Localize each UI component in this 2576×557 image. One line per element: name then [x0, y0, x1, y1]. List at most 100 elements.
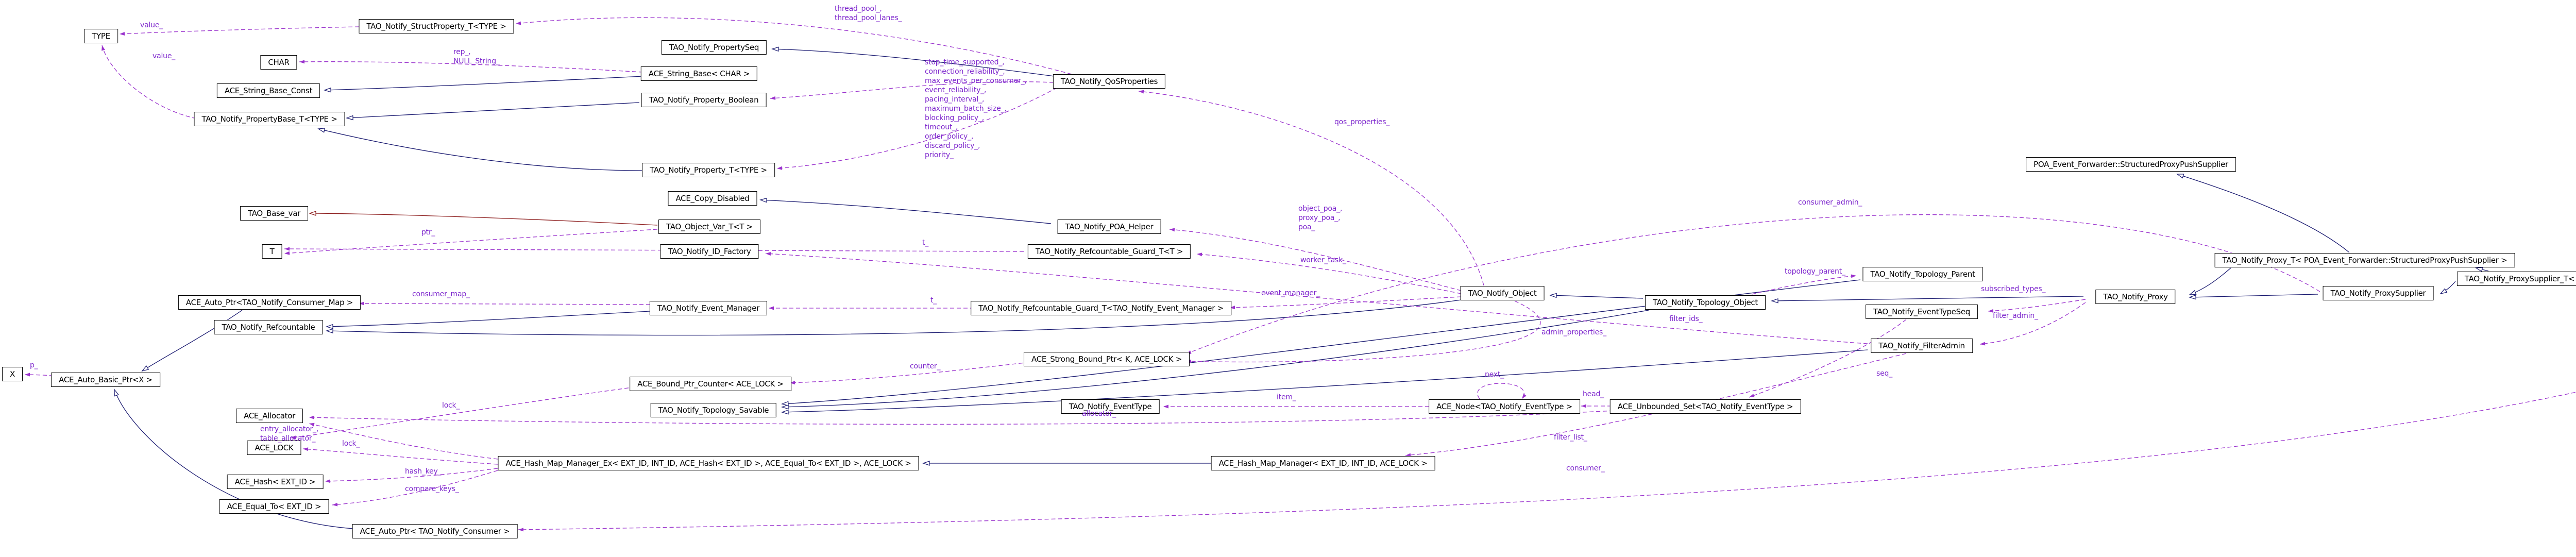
inheritance-edge-18 [2475, 267, 2489, 272]
class-node-topology-parent[interactable]: TAO_Notify_Topology_Parent [1862, 267, 1983, 281]
class-node-char-param: CHAR [260, 55, 297, 70]
class-node-ace-equal-to[interactable]: ACE_Equal_To< EXT_ID > [219, 499, 329, 514]
edge-label-25-0: thread_pool_, thread_pool_lanes_ [835, 5, 902, 22]
class-node-string-base-const[interactable]: ACE_String_Base_Const [216, 83, 320, 98]
edge-label-52-0: consumer_admin_ [1798, 198, 1862, 207]
inheritance-edge-19 [2439, 281, 2456, 294]
inheritance-edge-1 [771, 46, 1055, 77]
usage-edge-44 [1477, 383, 1527, 399]
class-node-strong-bound-ptr[interactable]: ACE_Strong_Bound_Ptr< K, ACE_LOCK > [1024, 352, 1190, 366]
inheritance-edge-4 [759, 197, 1052, 224]
class-node-proxy-supplier-t[interactable]: TAO_Notify_ProxySupplier_T< POA_Event_Fo… [2456, 272, 2576, 286]
usage-edge-25 [515, 17, 1072, 75]
class-node-event-manager[interactable]: TAO_Notify_Event_Manager [649, 301, 768, 315]
inheritance-edge-13 [1771, 296, 2084, 303]
edge-label-41-0: seq_ [1876, 369, 1892, 378]
edge-label-40-0: filter_admin_ [1993, 312, 2038, 320]
class-node-id-factory[interactable]: TAO_Notify_ID_Factory [660, 244, 759, 259]
class-node-filter-admin[interactable]: TAO_Notify_FilterAdmin [1871, 339, 1973, 353]
inheritance-edge-12 [781, 349, 1868, 415]
usage-edge-33 [284, 247, 1024, 252]
class-node-type-param: TYPE [84, 29, 118, 43]
inheritance-edge-7 [141, 310, 243, 372]
inheritance-edge-16 [2189, 267, 2231, 295]
usage-edge-46 [309, 423, 498, 460]
class-node-property-boolean[interactable]: TAO_Notify_Property_Boolean [641, 93, 767, 107]
class-node-notify-proxy[interactable]: TAO_Notify_Proxy [2095, 290, 2176, 304]
edge-label-38-0: topology_parent_ [1785, 267, 1845, 276]
class-node-ace-node[interactable]: ACE_Node<TAO_Notify_EventType > [1429, 399, 1580, 414]
edge-label-35-0: filter_ids_ [1669, 315, 1703, 323]
edge-label-48-0: hash_key_ [405, 467, 442, 476]
usage-edge-47 [302, 447, 498, 465]
edge-label-24-0: rep_, NULL_String_ [453, 48, 500, 65]
edge-label-42-0: head_ [1583, 390, 1604, 398]
class-node-struct-property-t[interactable]: TAO_Notify_StructProperty_T<TYPE > [359, 19, 514, 33]
class-node-refcountable-guard-t[interactable]: TAO_Notify_Refcountable_Guard_T<T > [1027, 244, 1191, 259]
class-node-notify-object[interactable]: TAO_Notify_Object [1460, 286, 1545, 300]
class-node-property-t[interactable]: TAO_Notify_Property_T<TYPE > [642, 163, 775, 177]
edge-label-50-0: filter_list_ [1554, 433, 1587, 442]
class-node-proxy-t[interactable]: TAO_Notify_Proxy_T< POA_Event_Forwarder:… [2214, 253, 2515, 267]
usage-edge-28 [1138, 90, 1484, 286]
edge-label-47-0: lock_ [342, 440, 360, 448]
class-node-unbounded-set[interactable]: ACE_Unbounded_Set<TAO_Notify_EventType > [1609, 399, 1801, 414]
usage-edge-48 [325, 468, 498, 483]
edge-label-43-0: item_ [1277, 393, 1296, 401]
usage-edge-29 [1169, 228, 1462, 291]
inheritance-edge-21 [309, 211, 658, 226]
edge-label-34-0: ptr_ [421, 228, 435, 237]
usage-edge-31 [1229, 296, 1462, 310]
class-node-tao-base-var[interactable]: TAO_Base_var [240, 206, 308, 221]
inheritance-edge-15 [2176, 174, 2350, 253]
usage-edge-23 [101, 45, 197, 119]
class-node-auto-ptr-consumer[interactable]: ACE_Auto_Ptr< TAO_Notify_Consumer > [352, 524, 518, 538]
edge-label-29-0: object_poa_, proxy_poa_, poa_ [1298, 205, 1343, 231]
edge-label-39-0: subscribed_types_ [1981, 285, 2046, 293]
class-node-hash-map-manager-ex[interactable]: ACE_Hash_Map_Manager_Ex< EXT_ID, INT_ID,… [498, 456, 919, 470]
class-node-topology-savable[interactable]: TAO_Notify_Topology_Savable [650, 403, 777, 417]
class-node-t-param: T [262, 244, 282, 259]
class-node-poa-helper[interactable]: TAO_Notify_POA_Helper [1057, 220, 1161, 234]
usage-edge-22 [119, 26, 360, 36]
usage-edge-52 [1185, 214, 2320, 355]
class-node-proxy-supplier[interactable]: TAO_Notify_ProxySupplier [2323, 286, 2434, 300]
usage-edge-54 [789, 362, 1030, 385]
inheritance-edge-3 [317, 128, 642, 171]
edge-label-31-0: event_manager_ [1261, 289, 1320, 297]
class-node-topology-object[interactable]: TAO_Notify_Topology_Object [1645, 295, 1766, 310]
edge-label-30-0: worker_task_ [1300, 256, 1346, 264]
class-node-qos-properties[interactable]: TAO_Notify_QoSProperties [1053, 74, 1166, 89]
class-node-refcountable[interactable]: TAO_Notify_Refcountable [214, 320, 323, 334]
class-node-hash-map-manager[interactable]: ACE_Hash_Map_Manager< EXT_ID, INT_ID, AC… [1211, 456, 1435, 470]
class-node-refcountable-guard-em[interactable]: TAO_Notify_Refcountable_Guard_T<TAO_Noti… [971, 301, 1231, 315]
edge-label-28-0: qos_properties_ [1334, 118, 1390, 126]
edge-label-49-0: compare_keys_ [405, 485, 459, 493]
class-node-event-type-seq[interactable]: TAO_Notify_EventTypeSeq [1866, 305, 1978, 319]
class-node-object-var-t[interactable]: TAO_Object_Var_T<T > [658, 220, 760, 234]
class-node-allocator[interactable]: ACE_Allocator [236, 409, 303, 423]
class-node-property-seq[interactable]: TAO_Notify_PropertySeq [661, 40, 767, 55]
edge-label-44-0: next_ [1485, 370, 1504, 379]
class-node-copy-disabled[interactable]: ACE_Copy_Disabled [668, 191, 757, 206]
class-node-event-type[interactable]: TAO_Notify_EventType [1061, 399, 1160, 414]
class-node-bound-ptr-counter[interactable]: ACE_Bound_Ptr_Counter< ACE_LOCK > [630, 377, 791, 391]
class-node-auto-ptr-consumer-map[interactable]: ACE_Auto_Ptr<TAO_Notify_Consumer_Map > [178, 295, 361, 310]
edge-label-27-0: stop_time_supported_, connection_reliabi… [925, 58, 1027, 159]
inheritance-edge-8 [114, 389, 354, 529]
edge-label-37-0: p_ [30, 361, 38, 369]
inheritance-edge-17 [2189, 294, 2318, 300]
class-node-poa-event-forwarder[interactable]: POA_Event_Forwarder::StructuredProxyPush… [2026, 157, 2236, 172]
usage-edge-27 [776, 87, 1058, 170]
class-node-auto-basic-ptr[interactable]: ACE_Auto_Basic_Ptr<X > [51, 373, 160, 387]
edge-label-22-0: value_ [140, 21, 163, 29]
usage-edge-36 [359, 301, 651, 306]
usage-edge-40 [1979, 302, 2086, 346]
usage-edge-41 [1749, 319, 1907, 398]
edge-label-53-0: admin_properties_ [1541, 328, 1606, 336]
class-node-ace-hash[interactable]: ACE_Hash< EXT_ID > [227, 475, 324, 489]
class-node-property-base-t[interactable]: TAO_Notify_PropertyBase_T<TYPE > [194, 112, 345, 126]
class-node-string-base[interactable]: ACE_String_Base< CHAR > [640, 66, 758, 81]
